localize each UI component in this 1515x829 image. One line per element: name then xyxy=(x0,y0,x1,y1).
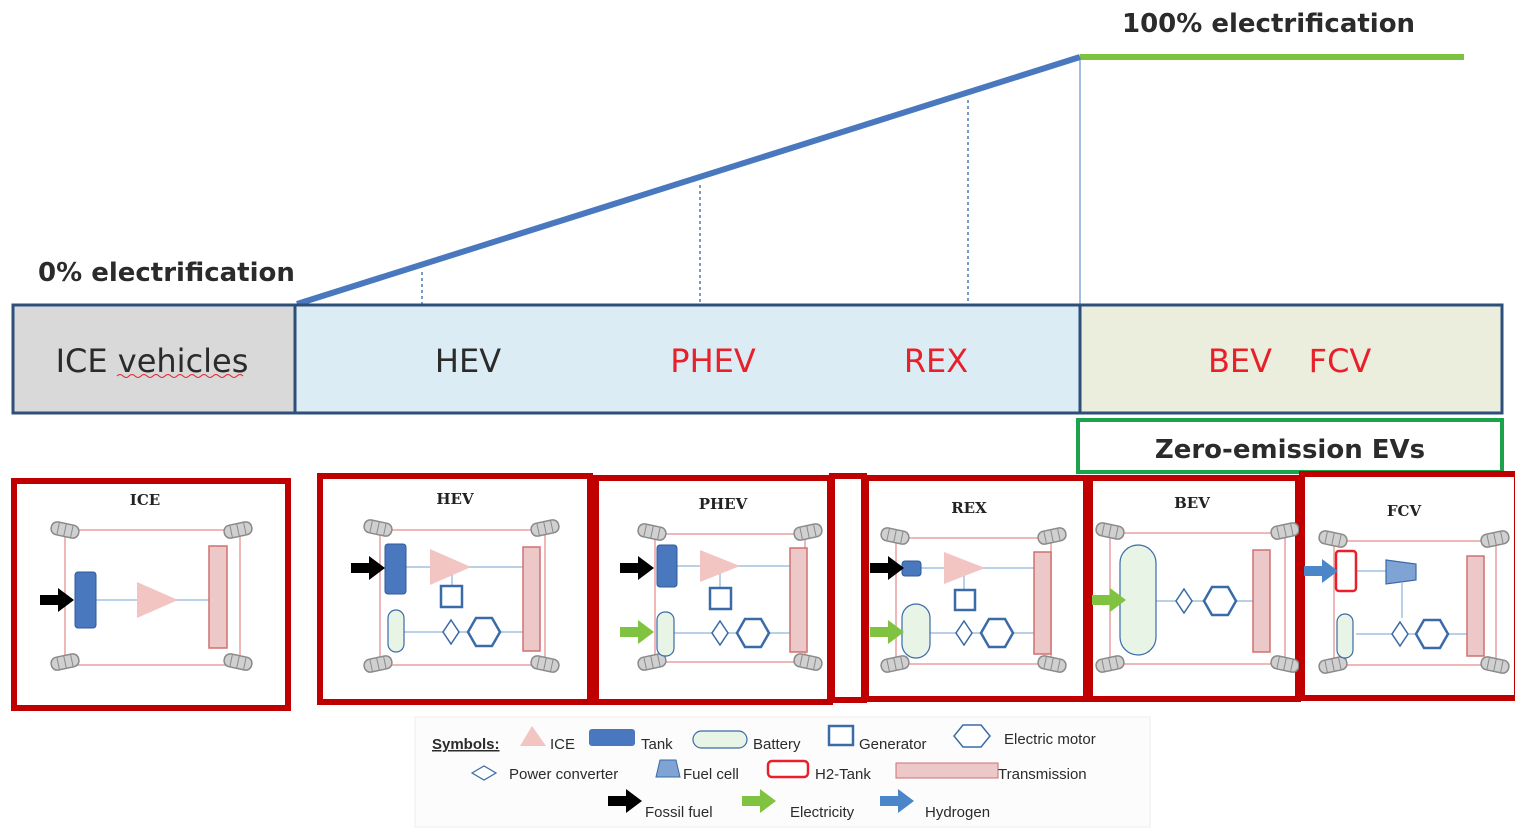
panel-phev: PHEV xyxy=(593,475,833,705)
legend-fuelcell-label: Fuel cell xyxy=(683,766,739,783)
legend-fossil-label: Fossil fuel xyxy=(645,804,713,821)
bar-label-bev: BEV xyxy=(1208,342,1272,380)
bar-label-fcv: FCV xyxy=(1309,342,1372,380)
legend-motor-label: Electric motor xyxy=(1004,731,1096,748)
transmission-icon xyxy=(208,545,228,649)
legend-converter-icon xyxy=(470,765,498,781)
legend-ice-label: ICE xyxy=(550,736,575,753)
electrification-ramp xyxy=(296,54,1464,307)
ice-engine-icon xyxy=(137,582,178,618)
legend-ice-icon xyxy=(520,726,546,746)
label-0-electrification: 0% electrification xyxy=(38,258,295,288)
panel-rex: REX xyxy=(863,475,1089,702)
legend-battery-icon xyxy=(692,730,748,749)
tank-icon xyxy=(74,571,97,629)
panel-title-bev: BEV xyxy=(1174,494,1210,512)
zev-segment xyxy=(1078,303,1504,415)
zero-emission-box xyxy=(1076,418,1504,474)
zero-emission-label: Zero-emission EVs xyxy=(1155,435,1425,465)
legend-hydrogen-label: Hydrogen xyxy=(925,804,990,821)
legend-h2tank-icon xyxy=(766,759,810,779)
panel-fcv: FCV xyxy=(1299,471,1515,701)
panel-title-ice: ICE xyxy=(130,491,160,509)
panel-ice: ICE xyxy=(11,478,291,711)
generator-icon xyxy=(439,584,464,609)
legend-electricity-label: Electricity xyxy=(790,804,855,821)
bar-label-phev: PHEV xyxy=(670,342,756,380)
ramp-line xyxy=(296,54,1081,307)
legend-converter-label: Power converter xyxy=(509,766,618,783)
battery-icon xyxy=(387,609,405,653)
legend-motor-icon xyxy=(953,724,991,748)
category-bar: ICE vehicles HEV PHEV REX BEV FCV xyxy=(11,303,1504,415)
tank-icon xyxy=(384,543,407,595)
legend: Symbols: ICE Tank Battery Generator Elec… xyxy=(414,716,1151,828)
legend-tank-label: Tank xyxy=(641,736,673,753)
panel-hev: HEV xyxy=(317,473,593,705)
divider-box xyxy=(829,473,867,703)
legend-fuelcell-icon xyxy=(655,759,681,778)
legend-transmission-icon xyxy=(895,762,999,779)
legend-tank-icon xyxy=(589,729,635,746)
legend-h2tank-label: H2-Tank xyxy=(815,766,871,783)
spellcheck-underline xyxy=(116,374,244,378)
panel-title-hev: HEV xyxy=(436,490,474,508)
legend-title: Symbols: xyxy=(432,736,500,753)
label-100-electrification: 100% electrification xyxy=(1122,9,1415,39)
bar-label-hev: HEV xyxy=(435,342,501,380)
legend-generator-icon xyxy=(827,724,855,747)
panel-title-fcv: FCV xyxy=(1387,502,1422,520)
bar-label-ice: ICE vehicles xyxy=(56,342,249,380)
legend-battery-label: Battery xyxy=(753,736,801,753)
fuel-cell-icon xyxy=(1385,559,1417,585)
legend-transmission-label: Transmission xyxy=(998,766,1087,783)
bar-label-rex: REX xyxy=(904,342,968,380)
h2-tank-icon xyxy=(1334,549,1358,593)
panel-title-phev: PHEV xyxy=(699,495,748,513)
panel-title-rex: REX xyxy=(951,499,987,517)
ice-segment xyxy=(11,303,297,415)
panel-bev: BEV xyxy=(1087,475,1301,702)
legend-generator-label: Generator xyxy=(859,736,927,753)
